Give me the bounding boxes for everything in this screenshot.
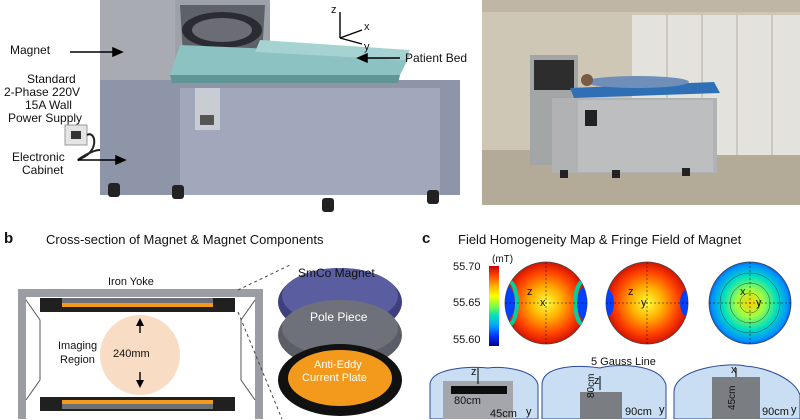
colorbar-tick-top: 55.70 bbox=[453, 261, 481, 273]
fringe-field-title: 5 Gauss Line bbox=[591, 356, 656, 368]
colorbar-tick-mid: 55.65 bbox=[453, 297, 481, 309]
axis-z-label: z bbox=[331, 4, 337, 16]
fringe2-dim-b: 90cm bbox=[625, 406, 652, 418]
imaging-region-label-2: Region bbox=[60, 354, 95, 366]
axis-y-label: y bbox=[364, 41, 370, 53]
fringe-panel-1 bbox=[429, 366, 539, 419]
fringe1-y: y bbox=[526, 406, 532, 418]
system-photo bbox=[482, 0, 800, 205]
cabinet-label-1: Electronic bbox=[12, 150, 65, 164]
cabinet-label-2: Cabinet bbox=[22, 163, 64, 177]
fringe-panel-2 bbox=[541, 365, 667, 419]
fringe3-x: x bbox=[731, 364, 737, 376]
wall-outlet-icon bbox=[64, 124, 101, 161]
map-zy bbox=[605, 261, 689, 345]
fringe1-dim-b: 45cm bbox=[490, 408, 517, 420]
power-supply-label-4: Power Supply bbox=[8, 111, 83, 125]
fringe2-dim-a: 80cm bbox=[586, 373, 597, 398]
axis-triad-icon bbox=[339, 12, 363, 45]
fringe3-dim-a: 45cm bbox=[727, 385, 738, 410]
magnet-label: Magnet bbox=[10, 43, 51, 57]
power-supply-label-2: 2-Phase 220V bbox=[4, 85, 81, 99]
colorbar bbox=[489, 266, 499, 346]
smco-magnet-label: SmCo Magnet bbox=[298, 266, 375, 280]
imaging-region-label-1: Imaging bbox=[58, 340, 98, 352]
cabinet-wheels bbox=[108, 183, 439, 212]
panel-b-title: Cross-section of Magnet & Magnet Compone… bbox=[46, 232, 324, 247]
map1-axis-b: x bbox=[540, 297, 546, 309]
fringe-panel-3 bbox=[673, 364, 800, 419]
fringe2-y: y bbox=[659, 404, 665, 416]
diameter-label: 240mm bbox=[113, 348, 150, 360]
iron-yoke-label: Iron Yoke bbox=[108, 276, 154, 288]
label-arrows bbox=[70, 46, 400, 166]
fringe3-y: y bbox=[791, 404, 797, 416]
electronic-cabinet-illustration bbox=[100, 80, 460, 195]
panel-c-letter: c bbox=[422, 230, 431, 247]
map3-axis-b: y bbox=[756, 297, 762, 309]
map-xy bbox=[708, 261, 792, 345]
map2-axis-b: y bbox=[641, 297, 647, 309]
map2-axis-a: z bbox=[628, 286, 634, 298]
fringe1-z: z bbox=[471, 366, 477, 378]
pole-piece-label: Pole Piece bbox=[310, 310, 368, 324]
colorbar-unit: (mT) bbox=[492, 254, 514, 265]
anti-eddy-label-1: Anti-Eddy bbox=[314, 359, 362, 371]
anti-eddy-label-2: Current Plate bbox=[302, 372, 367, 384]
axis-x-label: x bbox=[364, 21, 370, 33]
patient-bed-label: Patient Bed bbox=[405, 51, 468, 65]
panel-c-title: Field Homogeneity Map & Fringe Field of … bbox=[458, 232, 742, 247]
fringe2-z: z bbox=[594, 375, 600, 387]
map3-axis-a: x bbox=[740, 286, 746, 298]
power-supply-label-3: 15A Wall bbox=[25, 98, 72, 112]
fringe3-dim-b: 90cm bbox=[762, 406, 789, 418]
map1-axis-a: z bbox=[527, 286, 533, 298]
patient-bed-illustration bbox=[170, 40, 410, 83]
colorbar-tick-bottom: 55.60 bbox=[453, 334, 481, 346]
fringe1-dim-a: 80cm bbox=[454, 395, 481, 407]
panel-b-letter: b bbox=[4, 230, 14, 247]
power-supply-label-1: Standard bbox=[27, 72, 76, 86]
